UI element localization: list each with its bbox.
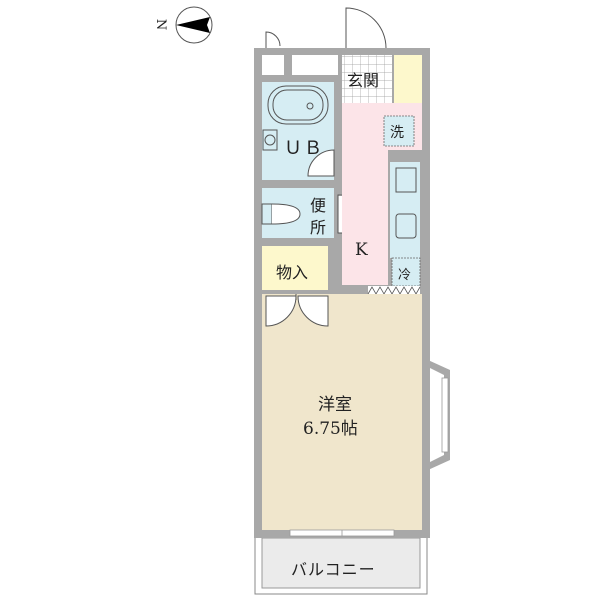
room-label-washer: 洗: [390, 125, 404, 141]
room-label-fridge: 冷: [398, 268, 412, 283]
room-size-western-room: 6.75帖: [303, 419, 358, 439]
compass: N: [150, 5, 220, 45]
room-label-toilet-2: 所: [310, 218, 327, 237]
room-label-entrance: 玄関: [347, 71, 380, 90]
room-label-balcony: バルコニー: [291, 560, 376, 579]
compass-arrow-icon: [175, 6, 213, 44]
room-label-closet: 物入: [276, 263, 309, 282]
room-label-unit-bath: ＵＢ: [284, 138, 324, 159]
room-label-kitchen: K: [355, 240, 368, 260]
room-label-western-room: 洋室: [318, 395, 352, 415]
room-label-toilet-1: 便: [310, 196, 327, 215]
